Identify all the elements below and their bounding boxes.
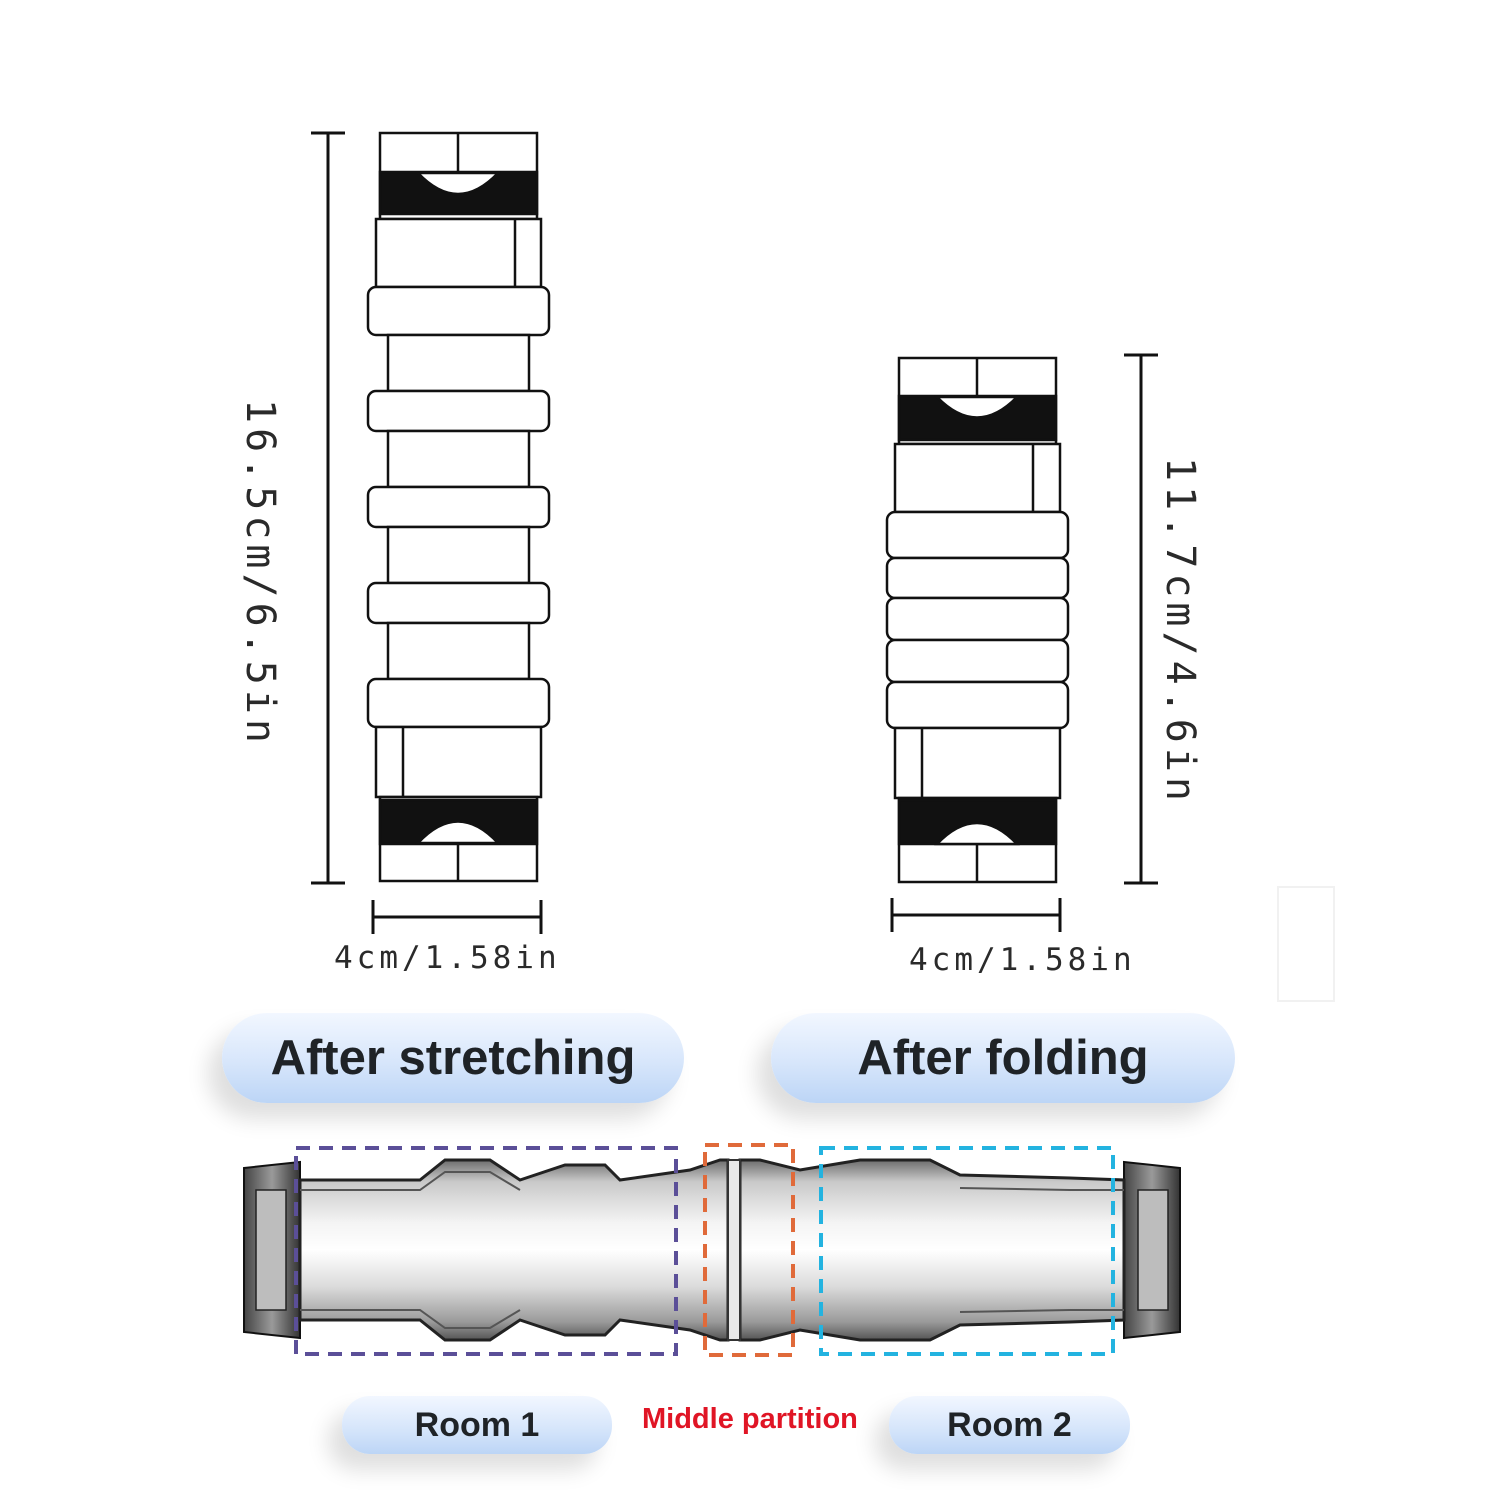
cross-section-drawing [243, 1158, 1181, 1342]
stretched-bottle-drawing [366, 131, 551, 883]
room2-outline [819, 1146, 1115, 1356]
folded-height-label: 11.7cm/4.6in [1157, 457, 1203, 806]
stretched-height-label: 16.5cm/6.5in [237, 399, 283, 748]
room2-badge: Room 2 [889, 1396, 1130, 1454]
room1-badge: Room 1 [342, 1396, 612, 1454]
faint-frame [1277, 886, 1335, 1002]
dimension-lines [311, 131, 1158, 934]
middle-partition-label: Middle partition [642, 1403, 858, 1435]
folded-width-label: 4cm/1.58in [909, 942, 1136, 978]
folded-bottle-drawing [885, 356, 1070, 884]
after-stretching-badge: After stretching [222, 1013, 684, 1103]
stretched-width-label: 4cm/1.58in [334, 940, 561, 976]
after-folding-badge: After folding [771, 1013, 1235, 1103]
partition-outline [703, 1143, 795, 1357]
room1-outline [294, 1146, 678, 1356]
